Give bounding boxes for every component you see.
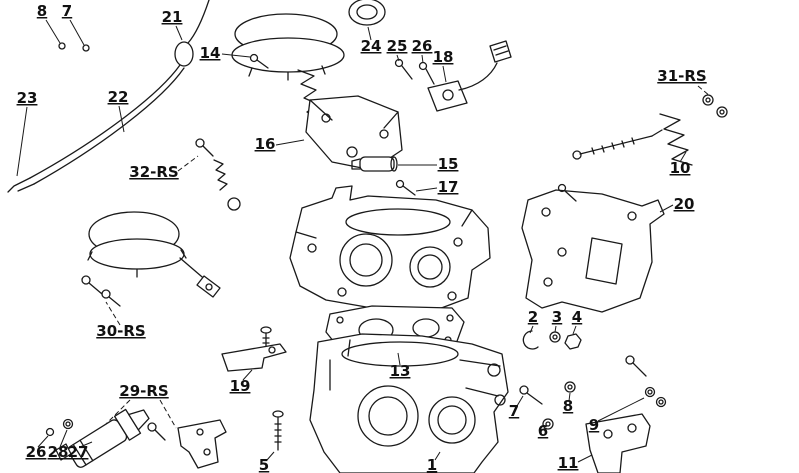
valve-15-drawing (351, 156, 398, 172)
part-label-28[interactable]: 28 (48, 443, 69, 461)
part-label-22[interactable]: 22 (108, 88, 129, 106)
part-label-19[interactable]: 19 (230, 377, 251, 395)
small-clip-parts-drawing (58, 42, 90, 52)
carburetor-upper-body-drawing (289, 185, 491, 311)
leader-lines (16, 19, 711, 463)
diaphragm-cap-24-drawing (348, 0, 386, 26)
bracket-19-drawing (221, 326, 287, 372)
part-label-27[interactable]: 27 (68, 443, 89, 461)
bracket-11-drawing (585, 413, 651, 473)
clips-2-3-4-drawing (522, 330, 582, 350)
part-label-14[interactable]: 14 (200, 44, 221, 62)
part-label-13[interactable]: 13 (390, 362, 411, 380)
part-label-6[interactable]: 6 (538, 422, 548, 440)
adjuster-31rs-drawing (557, 94, 728, 202)
part-label-26-bottom[interactable]: 26 (26, 443, 47, 461)
temp-switch-18-drawing (427, 40, 512, 112)
screw-5-drawing (272, 410, 284, 451)
part-label-2[interactable]: 2 (528, 308, 538, 326)
part-label-8-top[interactable]: 8 (37, 2, 47, 20)
mounting-bracket-16-drawing (305, 95, 403, 171)
part-label-15[interactable]: 15 (438, 155, 459, 173)
part-label-3[interactable]: 3 (552, 308, 562, 326)
part-label-11[interactable]: 11 (558, 454, 579, 472)
solenoid-29rs-drawing (45, 408, 227, 469)
carburetor-lower-body-drawing (309, 333, 509, 473)
support-bracket-20-drawing (521, 189, 665, 313)
part-label-20[interactable]: 20 (674, 195, 695, 213)
part-label-21[interactable]: 21 (162, 8, 183, 26)
idle-parts-32rs-drawing (195, 138, 241, 211)
screws-25-26-drawing (394, 58, 435, 85)
part-label-10[interactable]: 10 (670, 159, 691, 177)
part-label-1[interactable]: 1 (427, 456, 437, 473)
part-label-30-rs[interactable]: 30-RS (96, 322, 145, 340)
part-label-18[interactable]: 18 (433, 48, 454, 66)
screw-17-drawing (395, 179, 416, 196)
fasteners-drawing (519, 355, 667, 430)
part-label-7-top[interactable]: 7 (62, 2, 72, 20)
vacuum-unit-30rs-drawing (81, 211, 221, 307)
part-label-24[interactable]: 24 (361, 37, 382, 55)
part-label-29-rs[interactable]: 29-RS (119, 382, 168, 400)
part-label-32-rs[interactable]: 32-RS (129, 163, 178, 181)
part-label-26-top[interactable]: 26 (412, 37, 433, 55)
part-label-31-rs[interactable]: 31-RS (657, 67, 706, 85)
part-label-23[interactable]: 23 (17, 89, 38, 107)
part-label-16[interactable]: 16 (255, 135, 276, 153)
part-label-7-bottom[interactable]: 7 (509, 402, 519, 420)
part-label-8-bottom[interactable]: 8 (563, 397, 573, 415)
part-label-4[interactable]: 4 (572, 308, 582, 326)
part-label-5[interactable]: 5 (259, 456, 269, 473)
part-label-25[interactable]: 25 (387, 37, 408, 55)
part-label-9[interactable]: 9 (589, 416, 599, 434)
part-label-17[interactable]: 17 (438, 178, 459, 196)
